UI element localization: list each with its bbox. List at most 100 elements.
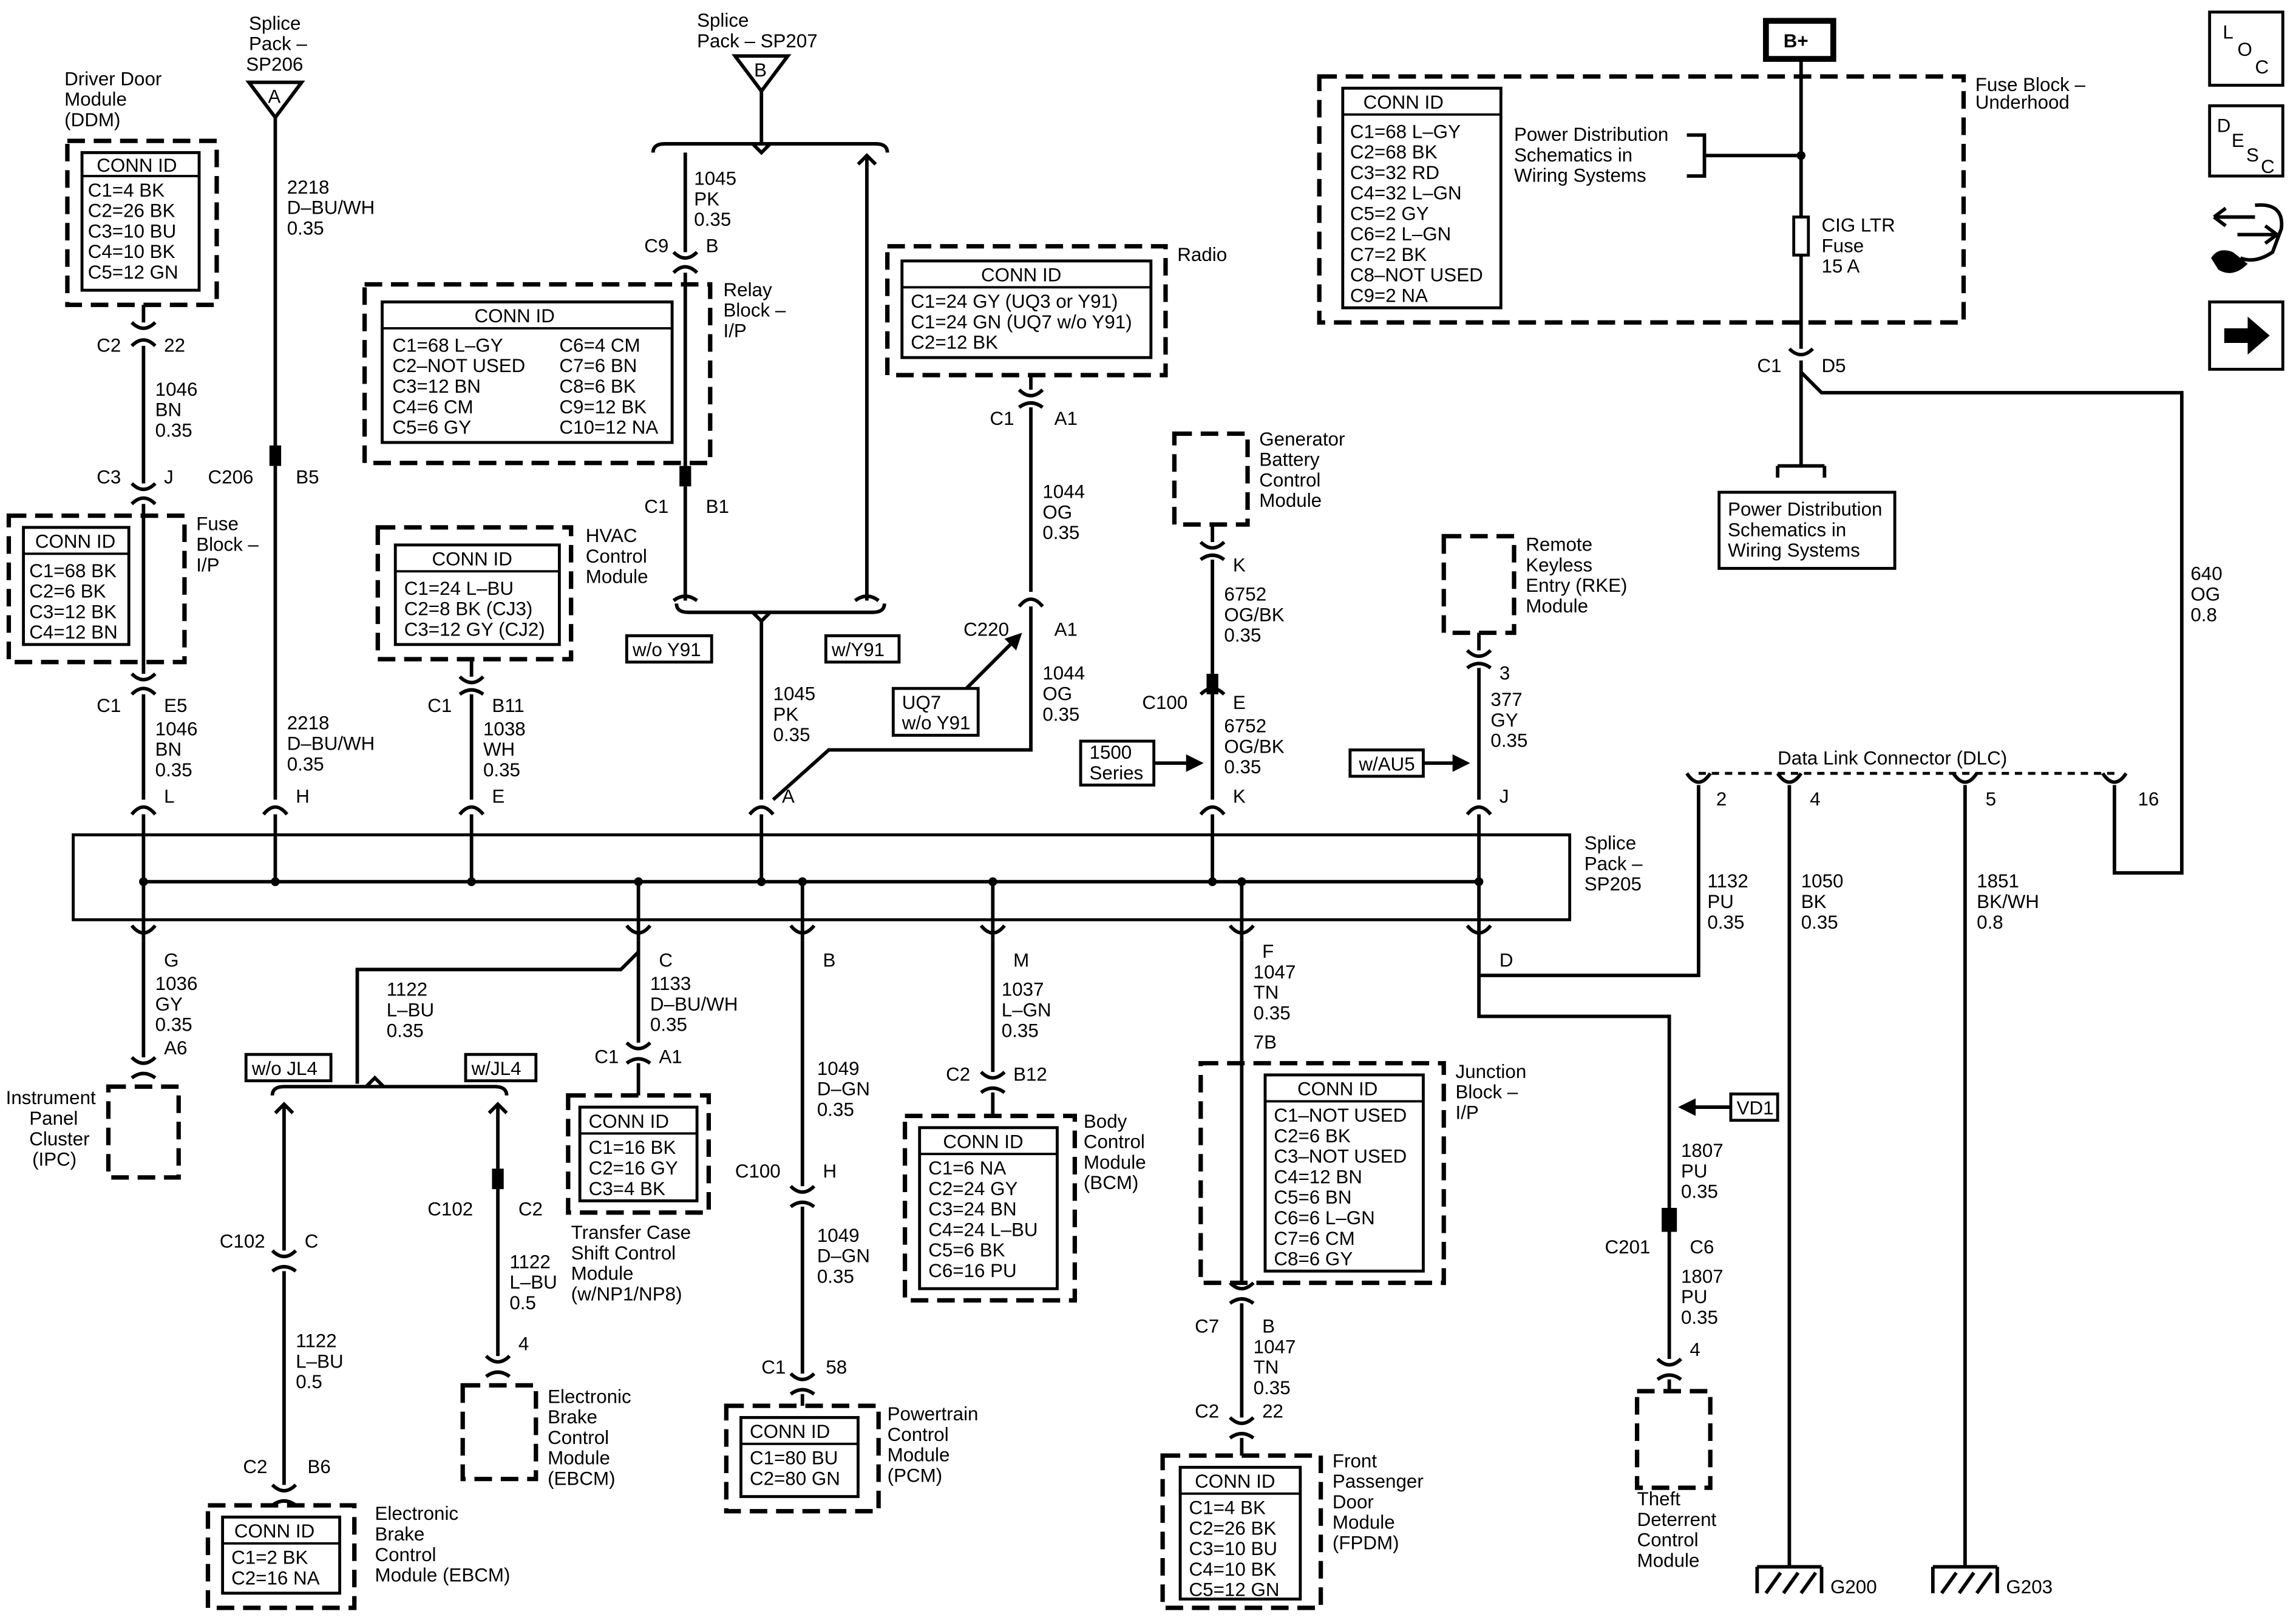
pin-label: E bbox=[492, 785, 504, 807]
svg-text:Module: Module bbox=[571, 1263, 634, 1284]
wire-6752 bbox=[1199, 524, 1226, 816]
pcm-label: Powertrain Control Module (PCM) bbox=[888, 1403, 979, 1486]
wire-2218-bottom-label: 2218 D–BU/WH 0.35 bbox=[287, 713, 375, 775]
wire-1049-bottom-label: 1049 D–GN 0.35 bbox=[817, 1225, 870, 1287]
ebcm-bottom-left-outline bbox=[205, 1503, 357, 1610]
svg-text:0.35: 0.35 bbox=[694, 209, 731, 230]
svg-text:w/o Y91: w/o Y91 bbox=[632, 639, 701, 660]
svg-text:0.35: 0.35 bbox=[773, 724, 810, 745]
svg-text:C2=26 BK: C2=26 BK bbox=[1189, 1517, 1277, 1539]
wire-1049-top-label: 1049 D–GN 0.35 bbox=[817, 1058, 870, 1120]
svg-text:C1=16 BK: C1=16 BK bbox=[589, 1137, 676, 1158]
ddm-connector bbox=[131, 321, 157, 347]
pin-label: J bbox=[164, 467, 174, 488]
svg-text:Wiring Systems: Wiring Systems bbox=[1514, 165, 1646, 186]
svg-text:D–BU/WH: D–BU/WH bbox=[650, 994, 738, 1015]
loc-button[interactable]: L O C bbox=[2208, 10, 2284, 87]
svg-text:E: E bbox=[2232, 130, 2244, 151]
svg-text:2218: 2218 bbox=[287, 177, 330, 198]
svg-text:1044: 1044 bbox=[1042, 481, 1085, 503]
svg-text:C4=10 BK: C4=10 BK bbox=[1189, 1559, 1277, 1580]
svg-text:C7=2 BK: C7=2 BK bbox=[1350, 244, 1427, 265]
svg-text:C2=6 BK: C2=6 BK bbox=[1274, 1125, 1350, 1147]
svg-text:C7=6 BN: C7=6 BN bbox=[559, 355, 637, 376]
svg-text:Relay: Relay bbox=[724, 279, 772, 300]
svg-text:Power Distribution: Power Distribution bbox=[1728, 499, 1882, 520]
wire-1036 bbox=[130, 924, 157, 1080]
svg-text:C4=12 BN: C4=12 BN bbox=[29, 622, 118, 643]
svg-text:Theft: Theft bbox=[1637, 1488, 1681, 1510]
svg-text:Splice: Splice bbox=[697, 10, 749, 31]
svg-text:CONN ID: CONN ID bbox=[432, 549, 512, 570]
wire-1133 bbox=[625, 924, 652, 1096]
svg-text:BN: BN bbox=[155, 399, 182, 421]
svg-text:Series: Series bbox=[1090, 762, 1144, 784]
junction-block-label: Junction Block – I/P bbox=[1456, 1061, 1527, 1123]
svg-text:Control: Control bbox=[548, 1427, 609, 1448]
svg-text:D–GN: D–GN bbox=[817, 1246, 870, 1267]
svg-text:PK: PK bbox=[773, 703, 799, 725]
desc-button[interactable]: D E S C bbox=[2208, 104, 2284, 178]
svg-text:0.5: 0.5 bbox=[509, 1292, 536, 1313]
hvac-conn-table: CONN ID C1=24 L–BU C2=8 BK (CJ3) C3=12 G… bbox=[393, 543, 561, 646]
svg-text:1122: 1122 bbox=[296, 1330, 336, 1352]
wire-1133-label: 1133 D–BU/WH 0.35 bbox=[650, 973, 738, 1035]
fpdm-label: Front Passenger Door Module (FPDM) bbox=[1333, 1450, 1424, 1553]
svg-text:Deterrent: Deterrent bbox=[1637, 1509, 1717, 1530]
svg-text:1851: 1851 bbox=[1977, 870, 2019, 892]
fuse-block-underhood-label: Fuse Block – Underhood bbox=[1975, 74, 2086, 113]
svg-text:Fuse Block –: Fuse Block – bbox=[1975, 74, 2086, 95]
wire-1122-mid-label: 1122 L–BU 0.5 bbox=[509, 1251, 557, 1313]
svg-text:D–BU/WH: D–BU/WH bbox=[287, 197, 375, 219]
pin-label: A1 bbox=[1055, 619, 1078, 640]
svg-text:Module (EBCM): Module (EBCM) bbox=[375, 1565, 510, 1586]
svg-text:Control: Control bbox=[375, 1544, 436, 1565]
pin-label: C1 bbox=[761, 1357, 786, 1378]
svg-text:C5=6 BK: C5=6 BK bbox=[928, 1239, 1005, 1261]
svg-text:OG: OG bbox=[1042, 501, 1072, 523]
svg-text:C8=6 GY: C8=6 GY bbox=[1274, 1249, 1353, 1270]
pin-label: C2 bbox=[97, 334, 121, 356]
next-arrow-button[interactable] bbox=[2208, 300, 2284, 371]
wire-1132-label: 1132 PU 0.35 bbox=[1707, 870, 1748, 933]
option-w-y91: w/Y91 bbox=[824, 634, 901, 664]
pin-label: C201 bbox=[1605, 1236, 1651, 1258]
svg-text:PU: PU bbox=[1681, 1286, 1708, 1307]
svg-text:C7=6 CM: C7=6 CM bbox=[1274, 1228, 1354, 1249]
connector-tool-icon[interactable] bbox=[2211, 203, 2284, 273]
svg-text:SP206: SP206 bbox=[246, 53, 303, 75]
svg-text:1046: 1046 bbox=[155, 379, 198, 400]
hvac-outline bbox=[375, 525, 574, 662]
wire-1851-label: 1851 BK/WH 0.8 bbox=[1977, 870, 2039, 933]
svg-text:OG: OG bbox=[2190, 583, 2220, 605]
bcm-outline bbox=[902, 1113, 1078, 1303]
svg-text:Splice: Splice bbox=[1584, 833, 1636, 854]
svg-text:0.35: 0.35 bbox=[1042, 522, 1079, 543]
pin-label: C bbox=[659, 949, 673, 971]
pin-label: J bbox=[1500, 785, 1509, 807]
pin-label: C3 bbox=[97, 467, 121, 488]
ddm-conn-table: CONN ID C1=4 BK C2=26 BK C3=10 BU C4=10 … bbox=[80, 151, 201, 292]
svg-text:Pack –: Pack – bbox=[1584, 853, 1643, 874]
svg-text:Electronic: Electronic bbox=[548, 1386, 631, 1407]
svg-text:D–GN: D–GN bbox=[817, 1079, 870, 1100]
wire-640-label: 640 OG 0.8 bbox=[2190, 563, 2222, 626]
svg-text:C1=80 BU: C1=80 BU bbox=[750, 1448, 838, 1469]
transfer-case-outline bbox=[566, 1093, 712, 1215]
svg-text:C3=24 BN: C3=24 BN bbox=[928, 1199, 1017, 1220]
svg-text:640: 640 bbox=[2190, 563, 2222, 585]
junction-block-conn-table: CONN ID C1–NOT USED C2=6 BK C3–NOT USED … bbox=[1263, 1073, 1425, 1273]
svg-text:C1=2 BK: C1=2 BK bbox=[231, 1547, 308, 1568]
svg-text:0.35: 0.35 bbox=[817, 1266, 854, 1287]
svg-text:C: C bbox=[2255, 56, 2269, 78]
svg-text:C2=26 BK: C2=26 BK bbox=[88, 200, 175, 222]
svg-text:CONN ID: CONN ID bbox=[981, 265, 1061, 286]
svg-text:Door: Door bbox=[1333, 1491, 1374, 1513]
svg-text:C2=6 BK: C2=6 BK bbox=[29, 581, 106, 602]
svg-text:1807: 1807 bbox=[1681, 1266, 1724, 1287]
svg-text:Body: Body bbox=[1084, 1111, 1127, 1132]
svg-text:S: S bbox=[2246, 144, 2259, 166]
svg-text:1049: 1049 bbox=[817, 1225, 860, 1246]
wire-1046-top-label: 1046 BN 0.35 bbox=[155, 379, 198, 441]
